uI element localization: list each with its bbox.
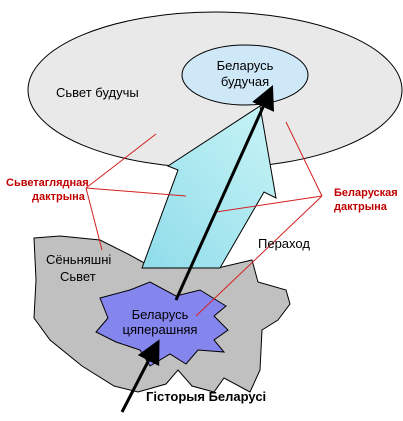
future-belarus-label-line1: Беларусь	[217, 58, 274, 73]
world-doctrine-label-line1: Сьветаглядная	[6, 177, 89, 189]
connector-lines	[85, 121, 323, 317]
history-arrow	[120, 339, 160, 413]
present-belarus-label-line2: цяперашняя	[123, 322, 198, 337]
belarus-doctrine-label-line2: дактрына	[334, 201, 388, 213]
future-belarus-ellipse	[181, 44, 309, 106]
present-belarus-shape	[95, 281, 229, 367]
transition-arrow	[141, 105, 277, 269]
history-label: Гісторыя Беларусі	[146, 389, 266, 404]
present-belarus-label-line1: Беларусь	[132, 307, 189, 322]
transition-label: Пераход	[258, 236, 310, 251]
future-belarus-label-line2: будучая	[221, 74, 269, 89]
main-arrow	[174, 85, 275, 301]
present-world-label-line1: Сёньняшні	[46, 252, 111, 267]
future-world-label: Сьвет будучы	[56, 85, 139, 100]
belarus-doctrine-label-line1: Беларуская	[334, 187, 398, 199]
present-world-label-line2: Сьвет	[60, 269, 96, 284]
world-doctrine-label-line2: дактрына	[32, 191, 86, 203]
